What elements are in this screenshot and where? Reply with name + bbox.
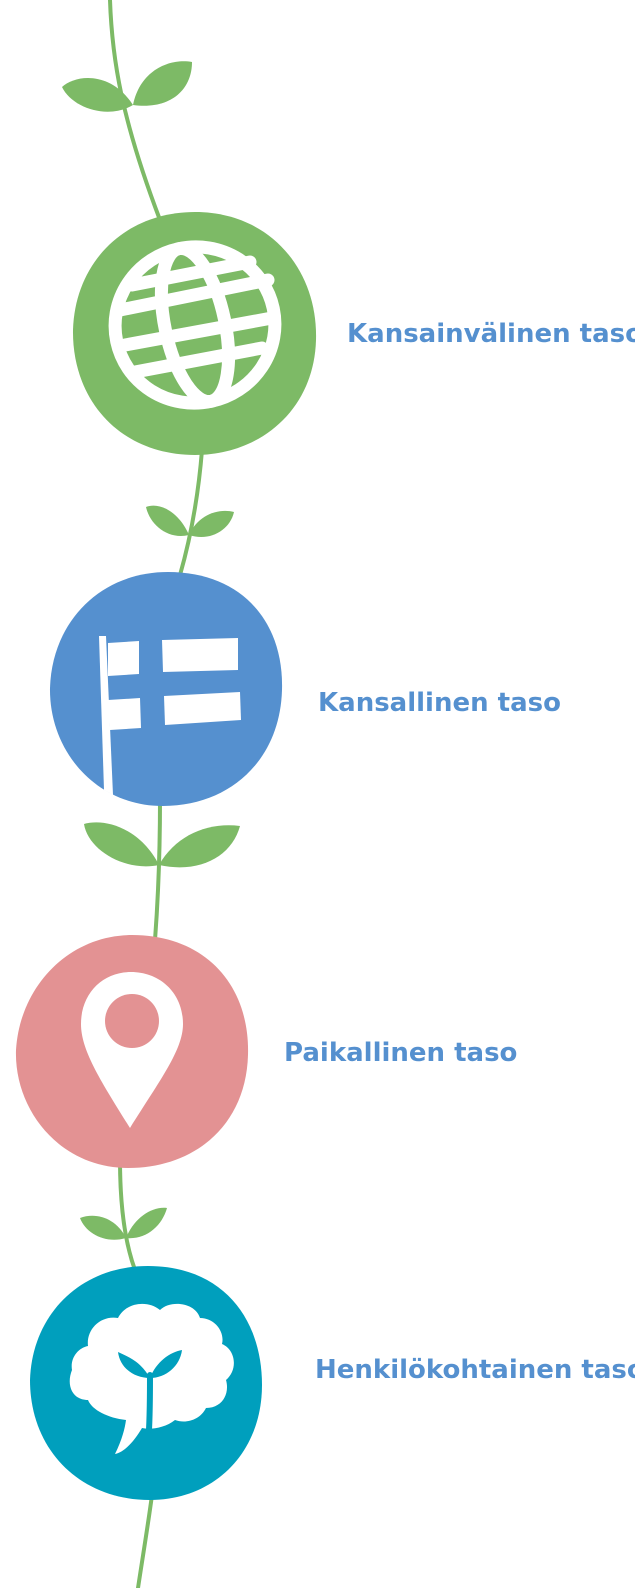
international-node — [72, 212, 317, 455]
finnish-flag-icon — [99, 636, 241, 795]
level-label-personal[interactable]: Henkilökohtainen taso — [315, 1355, 635, 1385]
leaf-pair-2 — [146, 505, 234, 538]
leaf-pair-top — [62, 61, 192, 112]
level-label-national[interactable]: Kansallinen taso — [318, 688, 561, 718]
leaf-pair-4 — [80, 1207, 167, 1240]
level-label-international[interactable]: Kansainvälinen taso — [347, 319, 635, 349]
local-node — [15, 935, 249, 1168]
national-node — [49, 572, 283, 806]
leaf-pair-3 — [84, 822, 240, 868]
personal-node — [30, 1266, 262, 1500]
globe-icon — [108, 240, 282, 410]
map-pin-icon — [81, 972, 183, 1128]
head-sprout-icon — [69, 1303, 234, 1454]
level-label-local[interactable]: Paikallinen taso — [284, 1038, 518, 1068]
national-circle — [49, 572, 283, 806]
